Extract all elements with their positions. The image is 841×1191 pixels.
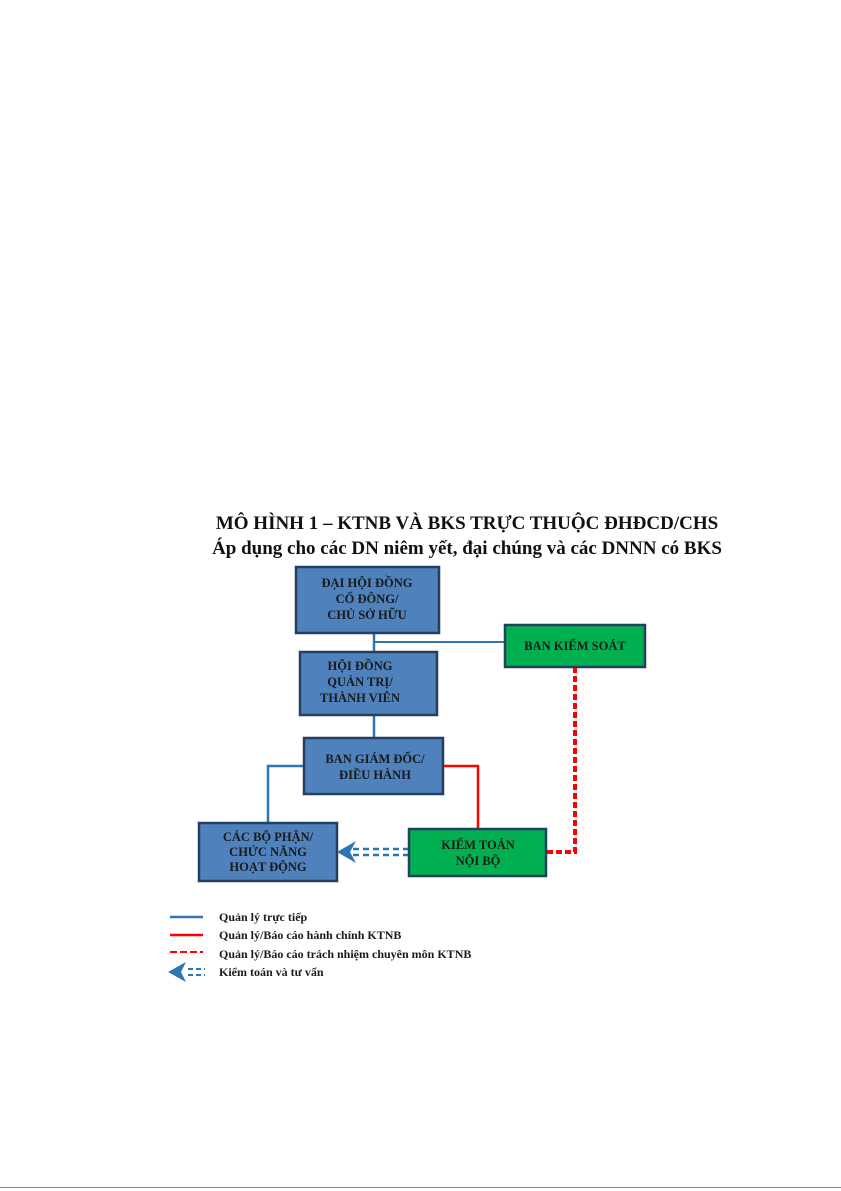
box-label: BAN GIÁM ĐỐC/ [325,751,425,766]
line-bgd-bophan [266,764,304,823]
line-bgd-ktnb [443,764,480,829]
box-label: BAN KIỂM SOÁT [524,638,626,653]
legend: Quản lý trực tiếp Quản lý/Báo cáo hành c… [168,910,471,982]
legend-label: Kiểm toán và tư vấn [219,965,324,979]
box-label: THÀNH VIÊN [320,691,400,705]
box-label: CỔ ĐÔNG/ [336,591,399,606]
diagram-subtitle: Áp dụng cho các DN niêm yết, đại chúng v… [212,537,722,559]
box-hoi-dong-quan-tri: HỘI ĐỒNG QUẢN TRỊ/ THÀNH VIÊN [298,650,439,717]
box-label: HỘI ĐỒNG [328,658,393,673]
legend-label: Quản lý/Báo cáo hành chính KTNB [219,928,401,942]
box-label: CÁC BỘ PHẬN/ [223,830,314,844]
legend-label: Quản lý trực tiếp [219,910,308,924]
legend-arrow-icon [168,962,186,982]
dashed-bks-ktnb [546,667,577,854]
box-label: CHỨC NĂNG [229,845,307,859]
box-label: QUẢN TRỊ/ [327,675,393,689]
box-label: CHỦ SỞ HỮU [327,608,406,622]
diagram-title: MÔ HÌNH 1 – KTNB VÀ BKS TRỰC THUỘC ĐHĐCD… [216,512,718,534]
box-label: HOẠT ĐỘNG [229,860,306,874]
box-kiem-toan-noi-bo: KIỂM TOÁN NỘI BỘ [407,827,548,878]
box-label: ĐIỀU HÀNH [339,767,411,782]
box-dai-hoi-dong-co-dong: ĐẠI HỘI ĐỒNG CỔ ĐÔNG/ CHỦ SỞ HỮU [294,565,441,635]
legend-label: Quản lý/Báo cáo trách nhiệm chuyên môn K… [219,947,471,961]
box-cac-bo-phan: CÁC BỘ PHẬN/ CHỨC NĂNG HOẠT ĐỘNG [197,821,339,883]
box-label: NỘI BỘ [456,854,501,868]
connectors [266,633,577,863]
arrow-head-icon [337,841,356,863]
box-ban-kiem-soat: BAN KIỂM SOÁT [503,623,647,669]
box-ban-giam-doc: BAN GIÁM ĐỐC/ ĐIỀU HÀNH [302,736,445,796]
box-label: KIỂM TOÁN [441,837,515,852]
box-label: ĐẠI HỘI ĐỒNG [322,575,413,590]
